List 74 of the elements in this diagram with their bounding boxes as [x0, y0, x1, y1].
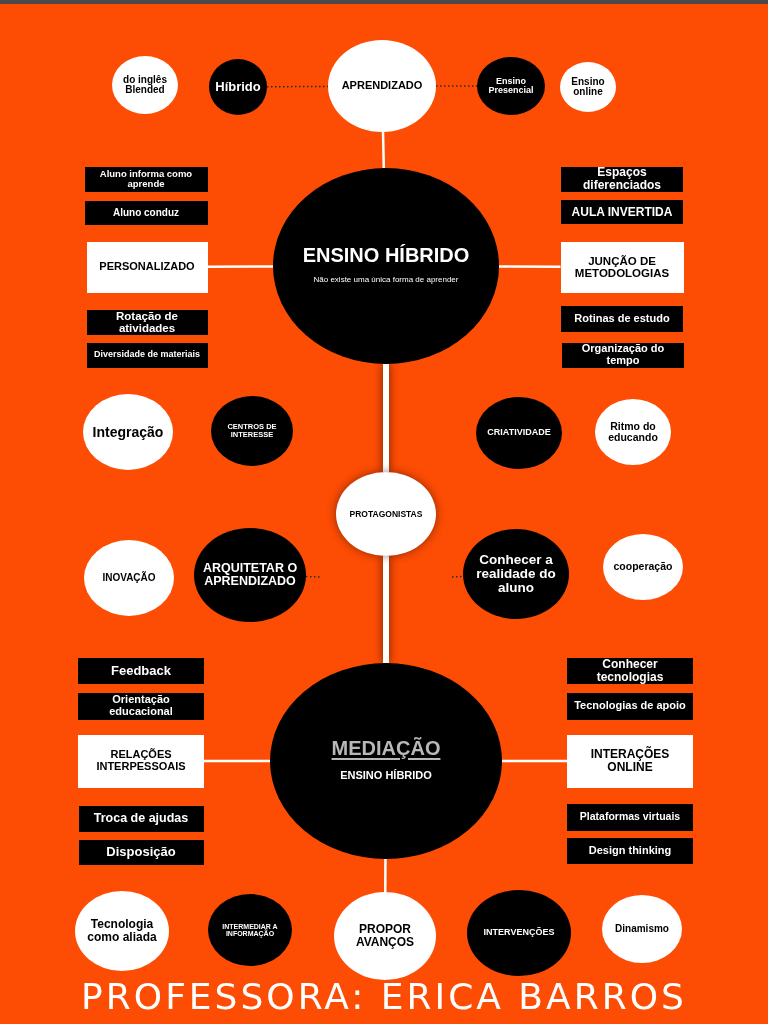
dotted-connector — [451, 575, 464, 578]
topic-box — [84, 201, 208, 225]
topic-circle — [336, 472, 436, 556]
topic-box — [561, 306, 683, 332]
node-text: Troca de ajudas — [93, 812, 189, 826]
node-subtext: ENSINO HÍBRIDO — [339, 767, 433, 783]
node-text: Conhecer tecnologias — [595, 658, 665, 684]
topic-box — [78, 734, 204, 788]
connector-line — [207, 265, 273, 268]
node-text: Organização do tempo — [580, 343, 666, 367]
topic-box — [78, 839, 204, 865]
topic-box — [567, 658, 693, 684]
connector-line — [381, 131, 386, 169]
node-text: Disposição — [106, 845, 176, 859]
topic-box — [84, 166, 208, 192]
node-text: Rotação de atividades — [115, 309, 179, 335]
connector-line — [204, 759, 270, 763]
node-text: APRENDIZADO — [341, 80, 423, 92]
connector-line — [383, 556, 389, 663]
node-text: Tecnologia como aliada — [86, 918, 158, 944]
topic-box — [562, 342, 684, 368]
topic-box — [567, 838, 693, 864]
node-text: Rotinas de estudo — [574, 313, 670, 325]
topic-box — [567, 734, 693, 788]
topic-box — [567, 692, 693, 720]
node-text: cooperação — [613, 561, 673, 573]
node-text: AULA INVERTIDA — [571, 205, 673, 219]
node-text: Diversidade de materiais — [93, 350, 201, 360]
node-text: PROTAGONISTAS — [349, 509, 423, 519]
node-text: Design thinking — [588, 845, 672, 857]
connector-line — [502, 759, 567, 763]
author-signature: PROFESSORA: ERICA BARROS — [80, 976, 688, 1017]
topic-box — [78, 806, 204, 832]
topic-box — [78, 658, 204, 684]
topic-box — [561, 200, 683, 224]
node-text: Conhecer a realidade do aluno — [475, 552, 557, 596]
node-text: Aluno conduz — [112, 207, 180, 219]
node-text: INTERVENÇÕES — [483, 928, 555, 938]
node-text: Orientação educacional — [108, 694, 174, 718]
node-subtext: Não existe uma única forma de aprender — [312, 274, 460, 287]
node-text: Dinamismo — [615, 923, 669, 935]
topic-box — [86, 309, 208, 335]
connector-line — [499, 265, 561, 268]
node-text: Espaços diferenciados — [582, 166, 662, 192]
connector-line — [383, 364, 389, 472]
node-text: INOVAÇÃO — [102, 572, 156, 584]
node-text: CRIATIVIDADE — [487, 428, 551, 438]
node-text: JUNÇÃO DE METODOLOGIAS — [573, 254, 671, 280]
node-text: Plataformas virtuais — [579, 811, 681, 823]
topic-box — [86, 342, 208, 368]
node-text: Ensino online — [570, 76, 606, 98]
connector-line — [384, 859, 387, 892]
node-text: Ensino Presencial — [487, 76, 535, 96]
node-text: Ritmo do educando — [607, 421, 659, 443]
node-text: RELAÇÕES INTERPESSOAIS — [95, 749, 187, 773]
node-text: PERSONALIZADO — [99, 261, 195, 273]
node-text: MEDIAÇÃO — [331, 737, 441, 759]
topic-circle — [209, 59, 267, 115]
node-text: PROPOR AVANÇOS — [354, 923, 416, 949]
node-text: Feedback — [111, 664, 171, 678]
topic-box — [567, 803, 693, 831]
topic-box — [561, 166, 683, 192]
node-text: Aluno informa como aprende — [98, 169, 194, 189]
topic-box — [86, 241, 208, 293]
topic-box — [560, 241, 684, 293]
node-text: Integração — [92, 424, 164, 440]
node-text: Tecnologias de apoio — [574, 700, 686, 712]
topic-box — [78, 692, 204, 720]
node-text: ARQUITETAR O APRENDIZADO — [201, 561, 299, 589]
node-text: ENSINO HÍBRIDO — [302, 245, 470, 267]
node-text: do inglês Blended — [122, 74, 168, 96]
node-text: Híbrido — [215, 80, 261, 94]
node-text: INTERAÇÕES ONLINE — [589, 748, 671, 774]
topic-circle — [560, 62, 616, 112]
